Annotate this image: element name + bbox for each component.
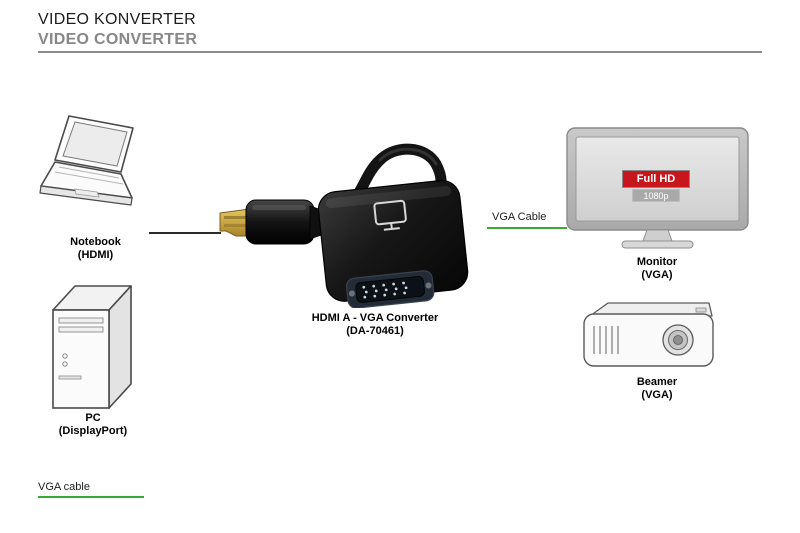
vga-cable-connection-label: VGA Cable bbox=[492, 211, 547, 223]
legend-vga-cable-label: VGA cable bbox=[38, 481, 90, 493]
beamer-port: (VGA) bbox=[641, 388, 673, 401]
converter-model: (DA-70461) bbox=[346, 324, 404, 337]
converter-name: HDMI A - VGA Converter bbox=[311, 312, 439, 324]
hdmi-connection-line bbox=[149, 232, 221, 234]
converter-label: HDMI A - VGA Converter (DA-70461) bbox=[285, 312, 465, 337]
pc-name: PC bbox=[85, 412, 101, 424]
notebook-illustration bbox=[35, 112, 150, 237]
legend-vga-cable-line bbox=[38, 496, 144, 498]
hdmi-vga-adapter-icon bbox=[219, 143, 469, 308]
monitor-port: (VGA) bbox=[641, 268, 673, 281]
monitor-label: Monitor (VGA) bbox=[607, 256, 707, 281]
pc-port: (DisplayPort) bbox=[58, 424, 128, 437]
monitor-name: Monitor bbox=[636, 256, 678, 268]
header-divider bbox=[38, 51, 762, 53]
full-hd-badge: Full HD bbox=[622, 170, 690, 188]
projector-icon bbox=[583, 302, 714, 367]
laptop-icon bbox=[39, 115, 134, 206]
beamer-name: Beamer bbox=[636, 376, 678, 388]
beamer-label: Beamer (VGA) bbox=[607, 376, 707, 401]
pc-illustration bbox=[45, 278, 145, 413]
vga-connection-line bbox=[487, 227, 567, 229]
pc-label: PC (DisplayPort) bbox=[33, 412, 153, 437]
notebook-port: (HDMI) bbox=[77, 248, 114, 261]
page-title-english: VIDEO CONVERTER bbox=[38, 31, 198, 48]
resolution-badge: 1080p bbox=[632, 189, 680, 202]
notebook-name: Notebook bbox=[70, 236, 121, 248]
converter-illustration bbox=[212, 138, 482, 308]
pc-tower-icon bbox=[52, 285, 132, 409]
notebook-label: Notebook (HDMI) bbox=[38, 236, 153, 261]
page-title-german: VIDEO KONVERTER bbox=[38, 11, 197, 28]
beamer-illustration bbox=[580, 300, 715, 375]
